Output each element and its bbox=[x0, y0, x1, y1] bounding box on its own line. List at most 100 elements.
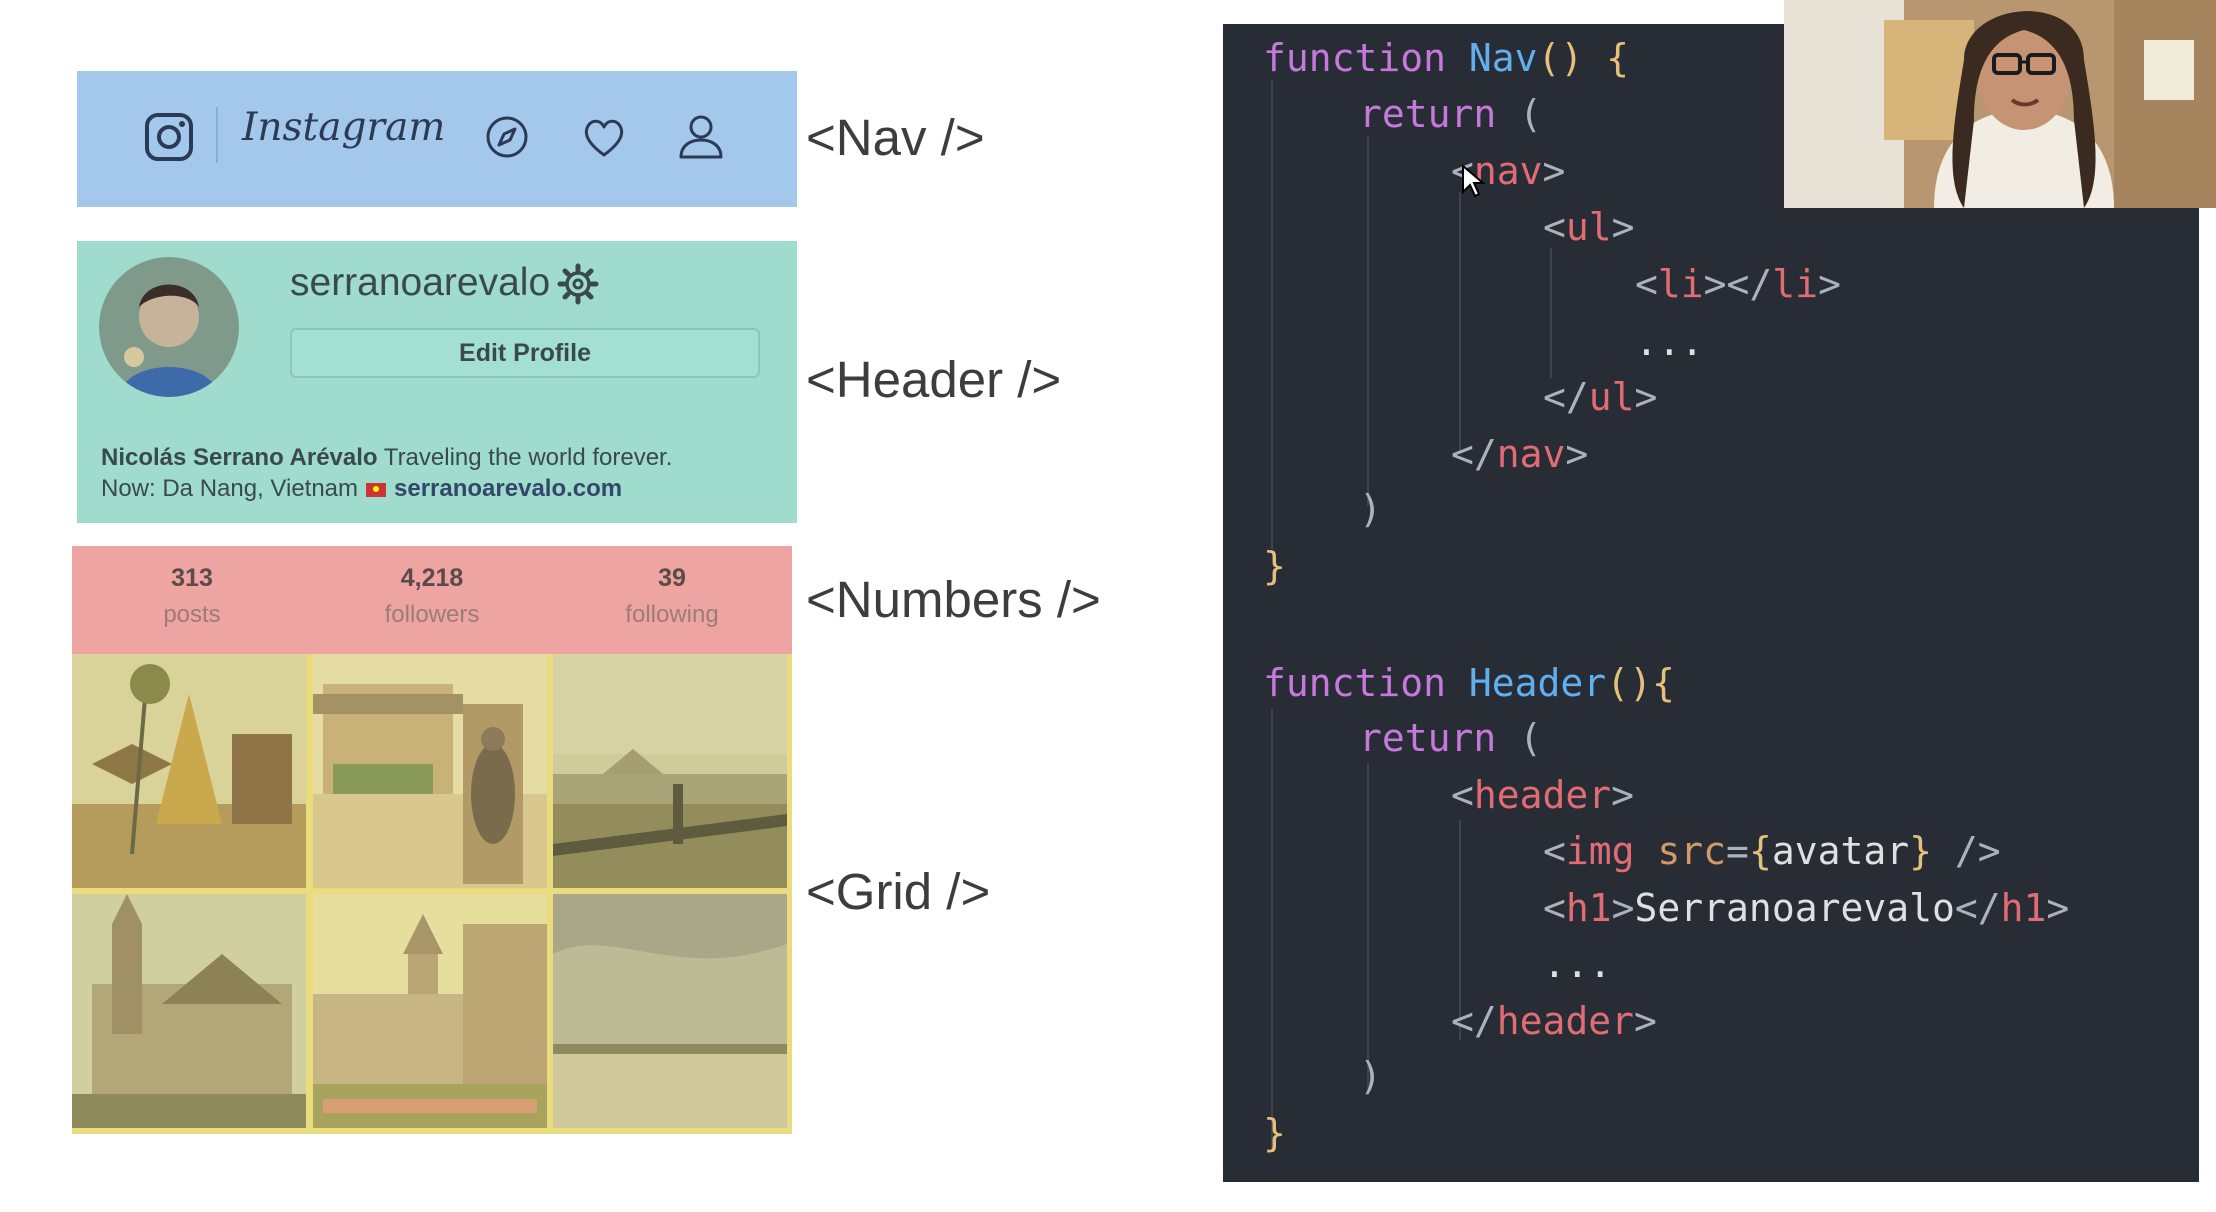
code-token: Nav bbox=[1468, 36, 1538, 80]
code-token: > bbox=[1634, 375, 1658, 419]
followers-stat[interactable]: 4,218 followers bbox=[312, 564, 552, 629]
code-token: > bbox=[1542, 149, 1566, 193]
code-line: ) bbox=[1359, 1054, 1382, 1098]
webcam-video-feed bbox=[1784, 0, 2216, 208]
code-token: </ bbox=[1954, 886, 2001, 930]
grid-photo[interactable] bbox=[72, 894, 306, 1128]
code-token: = bbox=[1726, 829, 1749, 873]
code-token: avatar bbox=[1771, 829, 1910, 873]
indent-guide bbox=[1550, 248, 1552, 378]
code-token: nav bbox=[1496, 432, 1566, 476]
code-token: ... bbox=[1635, 320, 1704, 364]
code-token: > bbox=[1611, 773, 1635, 817]
code-token: } bbox=[1263, 1111, 1286, 1155]
header-component-label: <Header /> bbox=[806, 351, 1062, 408]
code-token: > bbox=[1818, 262, 1841, 306]
gear-icon[interactable] bbox=[557, 263, 599, 305]
avatar[interactable] bbox=[99, 257, 239, 397]
profile-username: serranoarevalo bbox=[290, 261, 551, 304]
numbers-component-label: <Numbers /> bbox=[806, 571, 1101, 628]
code-line: function Header(){ bbox=[1263, 661, 1675, 705]
code-line: return ( bbox=[1359, 92, 1542, 136]
indent-guide bbox=[1271, 709, 1273, 1149]
code-token: h1 bbox=[2000, 886, 2047, 930]
code-token: ( bbox=[1519, 716, 1543, 760]
code-token: < bbox=[1635, 262, 1658, 306]
code-line: ... bbox=[1543, 942, 1612, 986]
header-component-preview: serranoarevalo Edit Profile Nicolás Serr… bbox=[77, 241, 797, 523]
code-token: </ bbox=[1451, 999, 1497, 1043]
followers-label: followers bbox=[384, 601, 480, 628]
numbers-component-preview: 313 posts 4,218 followers 39 following bbox=[72, 546, 792, 654]
code-token: > bbox=[1634, 999, 1657, 1043]
grid-photo[interactable] bbox=[553, 894, 787, 1128]
code-token: li bbox=[1772, 262, 1819, 306]
code-token: ) bbox=[1359, 1054, 1382, 1098]
followers-count: 4,218 bbox=[400, 564, 464, 592]
code-token: > bbox=[1565, 432, 1589, 476]
grid-photo[interactable] bbox=[313, 654, 547, 888]
code-token: src bbox=[1657, 829, 1727, 873]
nav-divider bbox=[216, 107, 218, 163]
following-stat[interactable]: 39 following bbox=[552, 564, 792, 629]
bio-location: Now: Da Nang, Vietnam bbox=[101, 475, 359, 502]
code-token: ( bbox=[1519, 92, 1543, 136]
code-token: } bbox=[1909, 829, 1932, 873]
code-line: function Nav() { bbox=[1263, 36, 1629, 80]
grid-photo[interactable] bbox=[72, 654, 306, 888]
code-line: <header> bbox=[1451, 773, 1634, 817]
bio-text: Traveling the world forever. bbox=[383, 444, 673, 471]
code-token: } bbox=[1263, 544, 1286, 588]
vietnam-flag-icon bbox=[366, 482, 387, 497]
code-token: header bbox=[1473, 773, 1612, 817]
code-line: <li></li> bbox=[1635, 262, 1841, 306]
edit-profile-button[interactable]: Edit Profile bbox=[290, 328, 760, 378]
nav-component-label: <Nav /> bbox=[806, 109, 985, 166]
code-token: function bbox=[1263, 36, 1469, 80]
indent-guide bbox=[1367, 136, 1369, 506]
code-line: ) bbox=[1359, 487, 1382, 531]
profile-bio: Nicolás Serrano Arévalo Traveling the wo… bbox=[101, 442, 781, 504]
code-token: Header bbox=[1468, 661, 1607, 705]
profile-icon[interactable] bbox=[673, 109, 729, 165]
code-token: return bbox=[1359, 92, 1520, 136]
grid-photo[interactable] bbox=[313, 894, 547, 1128]
bio-link[interactable]: serranoarevalo.com bbox=[394, 475, 623, 502]
code-line: } bbox=[1263, 1111, 1286, 1155]
following-count: 39 bbox=[658, 564, 686, 592]
following-label: following bbox=[625, 601, 719, 628]
code-token: ul bbox=[1588, 375, 1635, 419]
posts-label: posts bbox=[163, 601, 221, 628]
code-line: } bbox=[1263, 544, 1286, 588]
code-token: > bbox=[1611, 886, 1635, 930]
code-token: h1 bbox=[1565, 886, 1612, 930]
code-token: < bbox=[1543, 886, 1566, 930]
code-editor[interactable]: function Nav() {return (<nav><ul><li></l… bbox=[1223, 24, 2199, 1182]
code-token: function bbox=[1263, 661, 1469, 705]
instagram-logo[interactable]: Instagram bbox=[242, 105, 446, 150]
code-token: </ bbox=[1543, 375, 1589, 419]
code-token: ... bbox=[1543, 942, 1612, 986]
camera-icon[interactable] bbox=[141, 109, 197, 165]
code-line: </ul> bbox=[1543, 375, 1657, 419]
indent-guide bbox=[1271, 79, 1273, 549]
code-token: < bbox=[1543, 205, 1566, 249]
compass-icon[interactable] bbox=[479, 109, 535, 165]
code-token: Serranoarevalo bbox=[1634, 886, 1955, 930]
posts-stat[interactable]: 313 posts bbox=[72, 564, 312, 629]
code-token: </ bbox=[1451, 432, 1497, 476]
code-line: <img src={avatar} /> bbox=[1543, 829, 2001, 873]
code-token: return bbox=[1359, 716, 1520, 760]
indent-guide bbox=[1459, 820, 1461, 1040]
posts-count: 313 bbox=[171, 564, 213, 592]
grid-photo[interactable] bbox=[553, 654, 787, 888]
code-token: < bbox=[1543, 829, 1566, 873]
mouse-cursor-icon bbox=[1462, 164, 1486, 198]
code-token: /> bbox=[1932, 829, 2001, 873]
indent-guide bbox=[1459, 192, 1461, 452]
grid-component-preview bbox=[72, 654, 792, 1134]
heart-icon[interactable] bbox=[576, 109, 632, 165]
code-token: header bbox=[1496, 999, 1635, 1043]
code-token: nav bbox=[1473, 149, 1543, 193]
code-token: () { bbox=[1537, 36, 1630, 80]
